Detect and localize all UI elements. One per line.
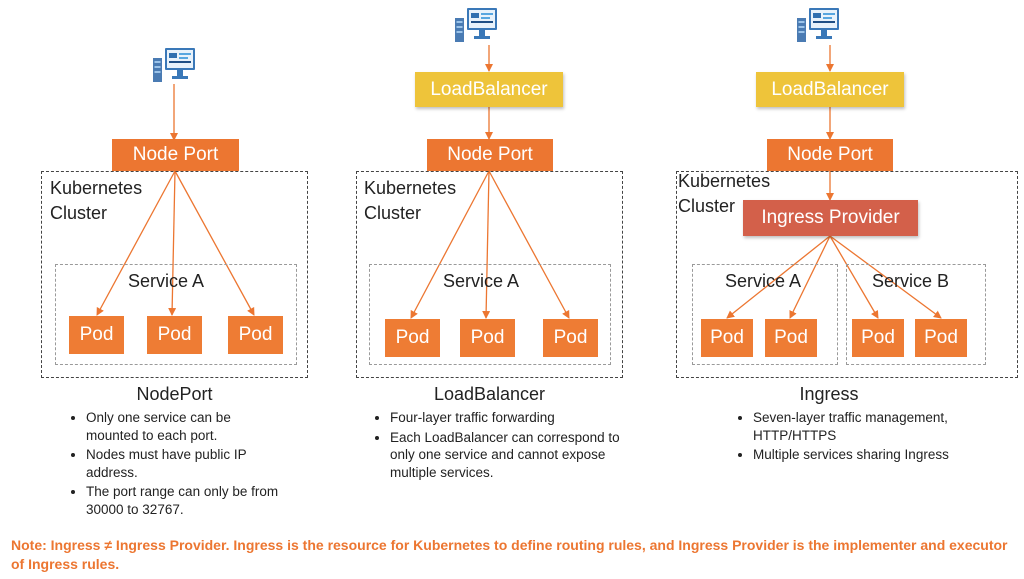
service-a-frame: [369, 264, 611, 365]
arrow-provider-to-pod-3a: [726, 235, 831, 319]
cluster-label: Kubernetes Cluster: [50, 178, 143, 223]
pod-box: Pod: [385, 319, 440, 357]
service-a-label: Service A: [725, 271, 802, 291]
arrow-nodeport-to-pod-2c: [488, 170, 570, 319]
cluster-label: Kubernetes Cluster: [364, 178, 457, 223]
service-a-frame: [692, 264, 838, 365]
pod-box: Pod: [852, 319, 904, 357]
node-port-box: Node Port: [767, 139, 893, 171]
pod-box: Pod: [915, 319, 967, 357]
service-b-label: Service B: [872, 271, 950, 291]
arrow-nodeport-to-pod-2b: [482, 170, 491, 319]
bullet-item: Four-layer traffic forwarding: [390, 409, 640, 427]
bullet-item: Multiple services sharing Ingress: [753, 446, 1013, 464]
panel-title: NodePort: [136, 384, 213, 404]
node-port-box: Node Port: [427, 139, 553, 171]
arrow-nodeport-to-pod-1c: [174, 170, 255, 316]
bullet-item: The port range can only be from 30000 to…: [86, 483, 286, 518]
ingress-provider-box: Ingress Provider: [743, 200, 918, 236]
pod-box: Pod: [69, 316, 124, 354]
bullet-item: Each LoadBalancer can correspond to only…: [390, 429, 640, 482]
pod-box: Pod: [147, 316, 202, 354]
bullet-list: Only one service can be mounted to each …: [64, 409, 286, 520]
kubernetes-cluster-frame: [356, 171, 623, 378]
arrow-nodeport-to-pod-1a: [96, 170, 176, 316]
node-port-box: Node Port: [112, 139, 239, 171]
pod-box: Pod: [543, 319, 598, 357]
kubernetes-cluster-frame: [41, 171, 308, 378]
computer-server-icon: [797, 8, 839, 42]
arrow-provider-to-pod-3c: [829, 235, 879, 319]
panel-title: LoadBalancer: [433, 384, 546, 404]
pod-box: Pod: [460, 319, 515, 357]
bullet-list: Four-layer traffic forwardingEach LoadBa…: [368, 409, 640, 483]
arrow-nodeport-to-pod-2a: [410, 170, 490, 319]
computer-server-icon: [153, 48, 195, 82]
arrow-nodeport-to-pod-1b: [168, 170, 177, 316]
kubernetes-cluster-frame: [676, 171, 1018, 378]
panel-title: Ingress: [799, 384, 859, 404]
service-a-frame: [55, 264, 297, 365]
bullet-list: Seven-layer traffic management, HTTP/HTT…: [731, 409, 1013, 466]
load-balancer-box: LoadBalancer: [756, 72, 904, 107]
cluster-label: Kubernetes Cluster: [678, 171, 771, 216]
pod-box: Pod: [701, 319, 753, 357]
footnote: Note: Ingress ≠ Ingress Provider. Ingres…: [11, 537, 1008, 572]
computer-server-icon: [455, 8, 497, 42]
service-b-frame: [846, 264, 986, 365]
bullet-item: Only one service can be mounted to each …: [86, 409, 286, 444]
arrow-provider-to-pod-3b: [789, 235, 831, 319]
bullet-item: Seven-layer traffic management, HTTP/HTT…: [753, 409, 1013, 444]
service-label: Service A: [443, 271, 520, 291]
arrow-provider-to-pod-3d: [829, 235, 942, 319]
pod-box: Pod: [765, 319, 817, 357]
load-balancer-box: LoadBalancer: [415, 72, 563, 107]
bullet-item: Nodes must have public IP address.: [86, 446, 286, 481]
pod-box: Pod: [228, 316, 283, 354]
service-label: Service A: [128, 271, 205, 291]
